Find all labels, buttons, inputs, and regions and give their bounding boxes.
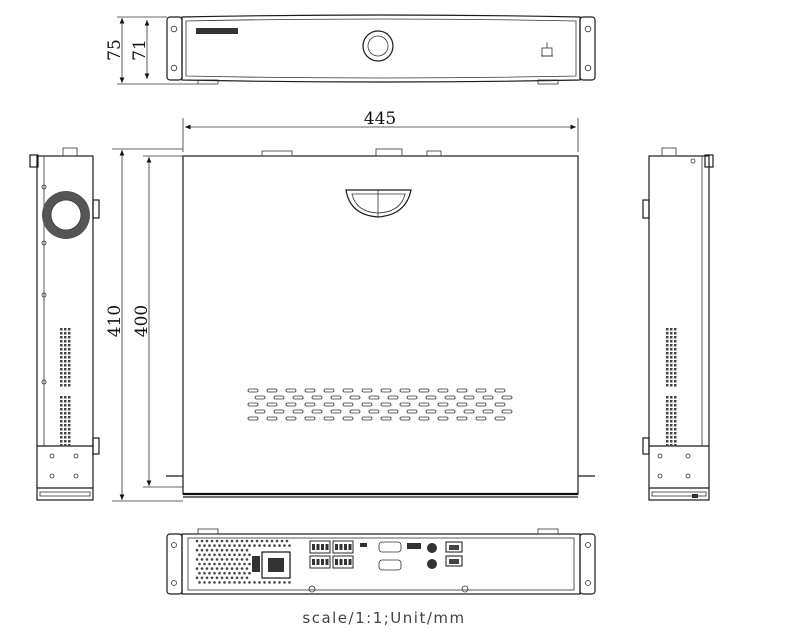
front-dimensions: 75 71 xyxy=(105,16,198,85)
left-side-vent-dots xyxy=(60,328,71,447)
serial-port xyxy=(378,559,402,571)
dim-label-front-height-outer: 75 xyxy=(105,39,125,61)
vga-port xyxy=(378,541,402,553)
audio-jack-1 xyxy=(427,543,437,553)
hdmi-port xyxy=(407,543,421,549)
logo-strip xyxy=(196,28,238,34)
network-icon xyxy=(541,42,553,57)
alarm-terminal-blocks xyxy=(309,540,354,569)
dim-label-front-height-inner: 71 xyxy=(130,39,150,61)
rear-view xyxy=(166,528,596,595)
left-side-view xyxy=(29,147,100,501)
dim-label-side-depth-inner: 400 xyxy=(132,305,152,337)
front-view xyxy=(166,14,596,85)
dim-label-side-depth-outer: 410 xyxy=(105,305,125,337)
dim-label-top-width: 445 xyxy=(364,109,396,129)
side-dimensions: 410 400 xyxy=(105,148,183,502)
psu-vent-grille xyxy=(195,539,291,584)
right-side-vent-dots xyxy=(666,328,677,447)
top-view: 445 xyxy=(166,109,595,498)
top-vent-slots xyxy=(247,388,513,421)
fan-grille xyxy=(42,191,90,239)
scale-unit-caption: scale/1:1;Unit/mm xyxy=(302,609,465,627)
right-side-view xyxy=(642,147,714,501)
power-button-drawing xyxy=(362,30,394,62)
power-socket xyxy=(252,551,291,579)
audio-jack-2 xyxy=(427,559,437,569)
